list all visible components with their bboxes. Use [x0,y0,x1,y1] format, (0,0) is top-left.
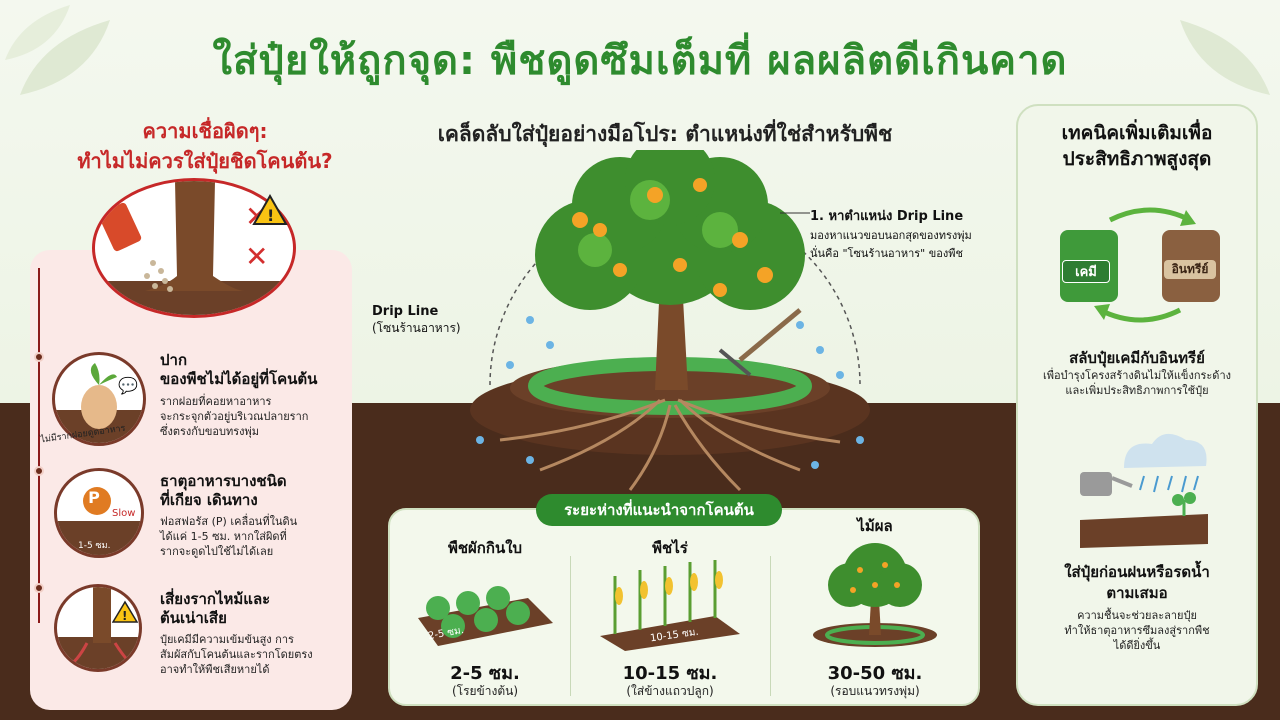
myth2-desc-line1: ฟอสฟอรัส (P) เคลื่อนที่ในดิน [160,515,298,528]
myth2-desc-line3: รากจะดูดไปใช้ไม่ได้เลย [160,545,274,558]
callout-line [780,212,810,214]
drip-line-sub: (โซนร้านอาหาร) [372,321,461,335]
col-fruit-sub: (รอบแนวทรงพุ่ม) [830,684,920,698]
timeline-dot [34,583,44,593]
col-fruit-title: ไม้ผล [857,517,893,535]
myth1-title-line2: ของพืชไม่ได้อยู่ที่โคนต้น [160,370,318,388]
burnt-root-icon [54,584,142,672]
rain-watering-icon [1080,433,1208,548]
tip1-desc: เพื่อบำรุงโครงสร้างดินไม่ให้แข็งกระด้าง … [1016,368,1258,398]
svg-text:!: ! [267,206,274,225]
col-leafy-value: 2-5 ซม. [450,663,520,684]
myth1-title: ปาก ของพืชไม่ได้อยู่ที่โคนต้น [160,351,317,389]
speech-bubble-icon: 💬 [118,376,138,395]
right-heading-line2: ประสิทธิภาพสูงสุด [1062,148,1212,170]
bag-chemical-label: เคมี [1062,260,1110,283]
phosphorus-letter: P [88,488,100,507]
timeline-dot [34,352,44,362]
myth2-title-line1: ธาตุอาหารบางชนิด [160,472,287,490]
leaf-decoration-icon [5,5,110,95]
tips-panel [1016,104,1258,706]
corn-icon [600,560,740,651]
svg-text:✕: ✕ [245,240,268,273]
right-heading-line1: เทคนิคเพิ่มเติมเพื่อ [1061,122,1213,144]
center-heading: เคล็ดลับใส่ปุ๋ยอย่างมือโปร: ตำแหน่งที่ใช… [437,122,893,146]
step1-desc-line2: นั่นคือ "โซนร้านอาหาร" ของพืช [810,247,963,260]
leafy-veg-icon [418,586,553,646]
myth3-title-line1: เสี่ยงรากไหม้และ [160,590,271,608]
tip1-desc-line1: เพื่อบำรุงโครงสร้างดินไม่ให้แข็งกระด้าง [1043,369,1231,382]
col-field-value: 10-15 ซม. [622,663,718,684]
myth1-desc-line3: ซึ่งตรงกับขอบทรงพุ่ม [160,425,260,438]
tip2-title-line1: ใส่ปุ๋ยก่อนฝนหรือรดน้ำ [1064,563,1210,581]
myth1-desc-line1: รากฝอยที่คอยหาอาหาร [160,395,272,408]
col-fruit-value: 30-50 ซม. [827,663,923,684]
timeline-dot [34,466,44,476]
page-title: ใส่ปุ๋ยให้ถูกจุด: พืชดูดซึมเต็มที่ ผลผลิ… [212,38,1068,84]
fruit-tree-icon [813,543,937,647]
myth2-desc: ฟอสฟอรัส (P) เคลื่อนที่ในดิน ได้แค่ 1-5 … [160,514,297,559]
distance-heading: ระยะห่างที่แนะนำจากโคนต้น [536,494,782,526]
tip2-desc-line2: ทำให้ธาตุอาหารซึมลงสู่รากพืช [1064,624,1210,637]
step1-callout: 1. หาตำแหน่ง Drip Line มองหาแนวขอบนอกสุด… [810,205,972,262]
myth2-title-line2: ที่เกียจ เดินทาง [160,491,258,509]
col-field-sub: (ใส่ข้างแถวปลูก) [626,684,714,698]
slow-label: Slow [112,508,136,519]
column-divider [570,556,571,696]
col-field-title: พืชไร่ [652,539,688,557]
tip2-title: ใส่ปุ๋ยก่อนฝนหรือรดน้ำ ตามเสมอ [1016,562,1258,604]
right-heading: เทคนิคเพิ่มเติมเพื่อ ประสิทธิภาพสูงสุด [1016,120,1258,172]
myth3-desc-line2: สัมผัสกับโคนต้นและรากโดยตรง [160,648,313,661]
myth3-desc-line3: อาจทำให้พืชเสียหายได้ [160,663,270,676]
tip2-desc-line3: ได้ดียิ่งขึ้น [1113,639,1161,652]
myth1-title-line1: ปาก [160,351,188,369]
left-heading-line1: ความเชื่อผิดๆ: [142,119,268,143]
drip-line-name: Drip Line [372,304,439,319]
myth3-title-line2: ต้นเน่าเสีย [160,609,227,627]
col-leafy-sub: (โรยข้างต้น) [451,684,519,698]
step1-desc-line1: มองหาแนวขอบนอกสุดของทรงพุ่ม [810,229,972,242]
tip1-desc-line2: และเพิ่มประสิทธิภาพการใช้ปุ๋ย [1065,384,1209,397]
myth1-desc: รากฝอยที่คอยหาอาหาร จะกระจุกตัวอยู่บริเว… [160,394,308,439]
drip-line-label: Drip Line (โซนร้านอาหาร) [372,304,461,338]
left-heading-line2: ทำไมไม่ควรใส่ปุ๋ยชิดโคนต้น? [77,149,333,173]
tip1-title: สลับปุ๋ยเคมีกับอินทรีย์ [1069,349,1205,367]
tip2-desc-line1: ความชื้นจะช่วยละลายปุ๋ย [1077,609,1197,622]
svg-text:!: ! [122,609,127,623]
phosphorus-distance: 1-5 ซม. [78,541,111,551]
myth3-desc: ปุ๋ยเคมีมีความเข้มข้นสูง การ สัมผัสกับโค… [160,632,313,677]
warning-icon: ! [252,194,288,225]
left-heading: ความเชื่อผิดๆ: ทำไมไม่ควรใส่ปุ๋ยชิดโคนต้… [60,116,350,176]
tree-drip-line-illustration [470,150,870,492]
warning-icon: ! [112,600,138,623]
myth3-title: เสี่ยงรากไหม้และ ต้นเน่าเสีย [160,590,270,628]
step1-title: 1. หาตำแหน่ง Drip Line [810,209,964,224]
root-icon [52,352,146,446]
fertilizer-at-trunk-illustration: ✕ ✕ [92,178,296,318]
col-leafy-title: พืชผักกินใบ [447,539,523,557]
myth3-desc-line1: ปุ๋ยเคมีมีความเข้มข้นสูง การ [160,633,294,646]
tip2-desc: ความชื้นจะช่วยละลายปุ๋ย ทำให้ธาตุอาหารซึ… [1016,608,1258,653]
myth2-desc-line2: ได้แค่ 1-5 ซม. หากใส่ผิดที่ [160,530,287,543]
leaf-decoration-icon [1180,20,1270,95]
tip2-title-line2: ตามเสมอ [1106,584,1168,602]
column-divider [770,556,771,696]
myth1-desc-line2: จะกระจุกตัวอยู่บริเวณปลายราก [160,410,309,423]
phosphorus-icon [54,468,144,558]
myth2-title: ธาตุอาหารบางชนิด ที่เกียจ เดินทาง [160,472,287,510]
bag-organic-label: อินทรีย์ [1164,260,1216,279]
timeline-line [38,268,40,623]
